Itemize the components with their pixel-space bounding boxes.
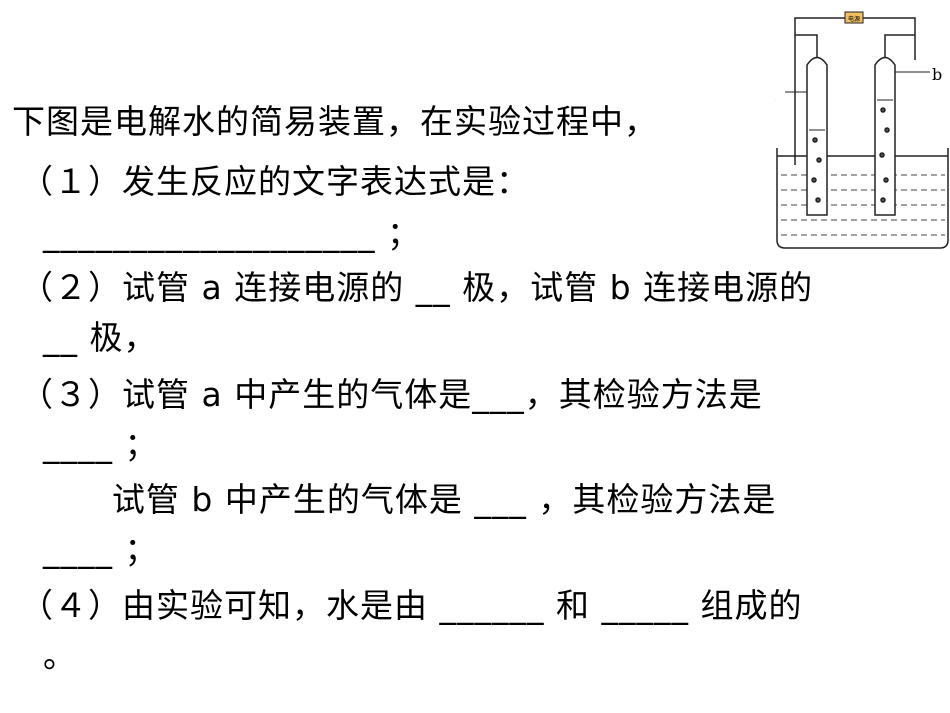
electrolysis-apparatus-diagram: 电源 a b xyxy=(775,11,949,249)
beaker xyxy=(776,148,949,249)
q3-line: （３）试管 a 中产生的气体是___，其检验方法是 xyxy=(20,375,763,414)
q1-line: （１）发生反应的文字表达式是： xyxy=(20,162,530,201)
test-tube-b xyxy=(874,56,896,216)
power-source: 电源 xyxy=(844,11,864,24)
water-lines xyxy=(781,174,945,236)
label-a: a xyxy=(775,85,807,104)
label-b: b xyxy=(895,65,942,84)
q3b-line: 试管 b 中产生的气体是 ___ ，其检验方法是 xyxy=(20,480,777,519)
test-tube-a xyxy=(806,56,828,216)
svg-text:b: b xyxy=(932,65,942,84)
q4-end-line: 。 xyxy=(20,636,77,675)
svg-text:a: a xyxy=(775,85,776,104)
q2-cont-line: __ 极， xyxy=(20,318,158,357)
q2-line: （２）试管 a 连接电源的 __ 极，试管 b 连接电源的 xyxy=(20,268,814,307)
q3b-blank-line: ____ ； xyxy=(20,530,159,569)
q3-blank-line: ____ ； xyxy=(20,425,159,464)
q4-line: （４）由实验可知，水是由 ______ 和 _____ 组成的 xyxy=(20,586,803,625)
q1-blank-line: ___________________ ； xyxy=(20,214,421,253)
svg-text:电源: 电源 xyxy=(848,15,860,23)
power-wire xyxy=(794,17,916,165)
intro-line: 下图是电解水的简易装置，在实验过程中， xyxy=(12,102,658,141)
